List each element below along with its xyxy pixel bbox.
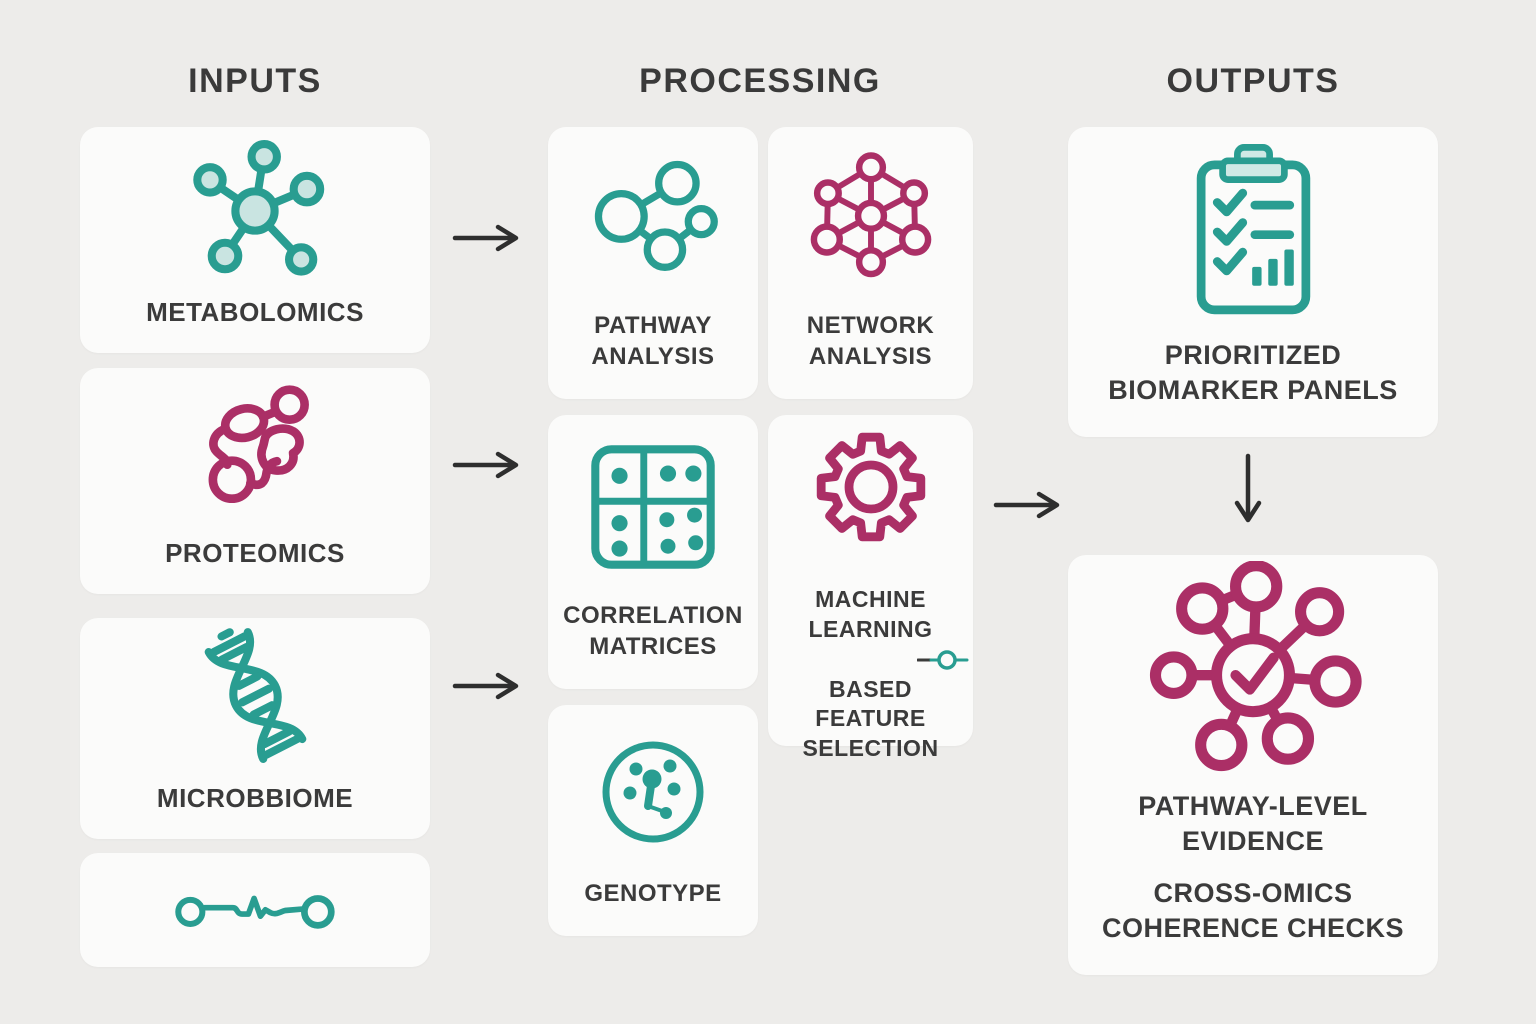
wavy-link-icon [148,853,363,967]
processing-header: PROCESSING [639,62,881,100]
ml-feature-selection-card: MACHINE LEARNING BASED FEATURE SELECTION [768,415,973,761]
network-graph-icon [796,127,946,310]
genotype-label: GENOTYPE [584,880,722,908]
node-tag-icon [916,649,969,670]
ml-label-bottom: BASED FEATURE SELECTION [802,675,939,762]
proteomics-label: PROTEOMICS [165,537,345,568]
biomarker-panels-label: PRIORITIZED BIOMARKER PANELS [1108,339,1398,406]
microbiome-label: MICROBBIOME [156,782,354,813]
arrow-right-icon [452,224,519,252]
ml-label-top: MACHINE LEARNING [808,555,969,675]
arrow-right-icon [452,672,519,700]
hub-check-icon [1142,555,1364,789]
correlation-matrices-card: CORRELATION MATRICES [548,415,758,689]
gear-icon [805,421,937,553]
molecule-icon [180,127,330,295]
network-analysis-card: NETWORK ANALYSIS [768,127,973,399]
inputs-header: INPUTS [188,62,322,100]
arrow-right-icon [452,451,519,479]
pathway-evidence-card: PATHWAY-LEVEL EVIDENCE CROSS-OMICS COHER… [1068,555,1438,975]
metabolomics-card: METABOLOMICS [80,127,430,353]
genotype-card: GENOTYPE [548,705,758,936]
petri-dish-icon [588,705,718,878]
correlation-matrices-label: CORRELATION MATRICES [563,601,743,661]
pathway-analysis-label: PATHWAY ANALYSIS [591,311,715,371]
clipboard-checklist-icon [1166,127,1341,338]
arrow-down-icon [1234,453,1262,523]
ml-label-top-text: MACHINE LEARNING [808,585,933,642]
arrow-right-icon [993,491,1060,519]
cross-omics-label: CROSS-OMICS COHERENCE CHECKS [1101,877,1405,944]
pathway-graph-icon [586,127,721,310]
matrix-dots-icon [578,415,728,600]
connector-card [80,853,430,967]
pathway-evidence-label: PATHWAY-LEVEL EVIDENCE [1138,790,1368,857]
network-analysis-label: NETWORK ANALYSIS [806,311,935,371]
proteomics-card: PROTEOMICS [80,368,430,594]
microbiome-card: MICROBBIOME [80,618,430,839]
outputs-header: OUTPUTS [1166,62,1340,100]
biomarker-panels-card: PRIORITIZED BIOMARKER PANELS [1068,127,1438,437]
pathway-analysis-card: PATHWAY ANALYSIS [548,127,758,399]
dna-helix-icon [178,618,333,781]
protein-blob-icon [180,368,330,536]
metabolomics-label: METABOLOMICS [146,296,364,327]
